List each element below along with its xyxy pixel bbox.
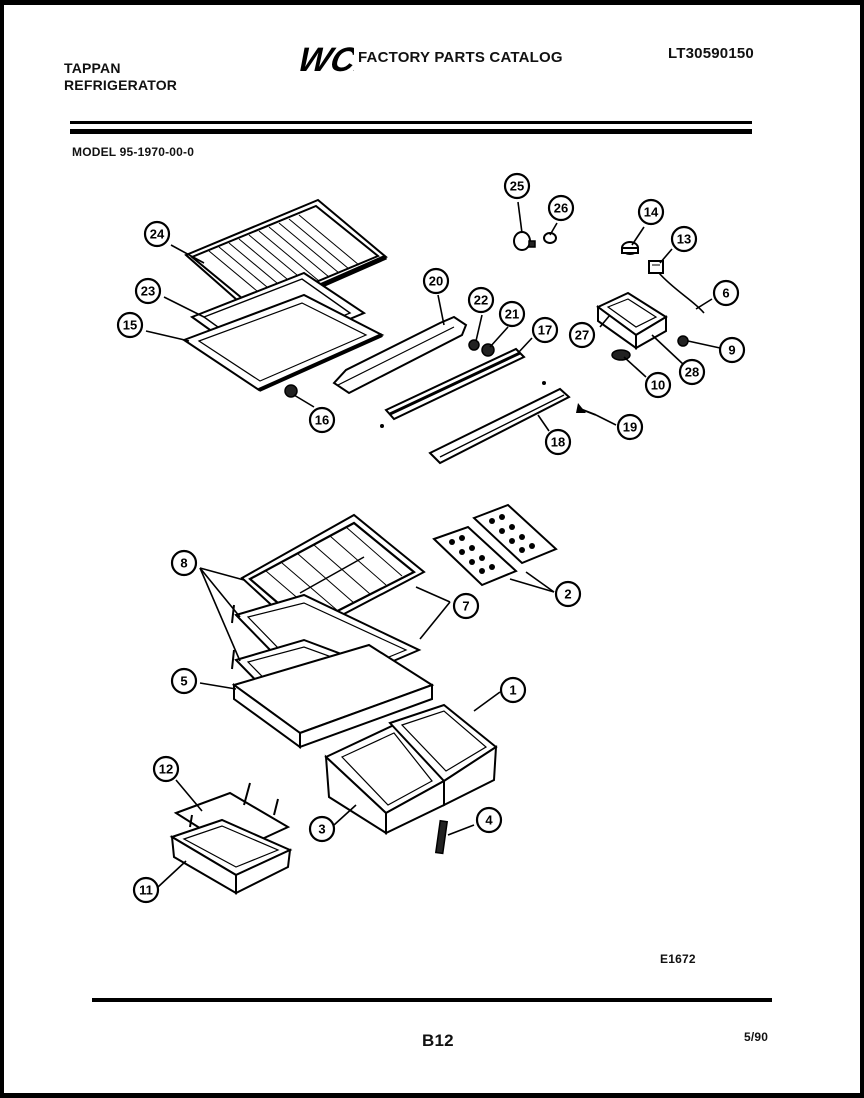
leader-lines (145, 201, 721, 888)
svg-text:15: 15 (123, 318, 137, 333)
svg-text:12: 12 (159, 762, 173, 777)
catalog-number: LT30590150 (668, 45, 754, 62)
part-meat-keeper-pan-11 (169, 818, 293, 895)
part-light-bulb-25 (513, 231, 536, 251)
svg-text:28: 28 (685, 365, 699, 380)
svg-text:4: 4 (485, 813, 493, 828)
svg-text:24: 24 (150, 227, 165, 242)
svg-text:16: 16 (315, 413, 329, 428)
callout-10: 10 (644, 371, 672, 399)
callout-24: 24 (143, 220, 171, 248)
callout-17: 17 (531, 316, 559, 344)
part-rail-18 (428, 381, 571, 465)
svg-text:1: 1 (509, 683, 516, 698)
callout-13: 13 (670, 225, 698, 253)
wci-logo: WCI (294, 41, 354, 76)
header-rule-thin (70, 121, 752, 124)
svg-text:6: 6 (722, 286, 729, 301)
svg-text:7: 7 (462, 599, 469, 614)
svg-text:11: 11 (139, 883, 153, 898)
svg-text:3: 3 (318, 822, 325, 837)
part-knob-14 (621, 241, 639, 255)
header-rule-thick (70, 129, 752, 134)
callout-22: 22 (467, 286, 495, 314)
callout-12: 12 (152, 755, 180, 783)
callout-16: 16 (308, 406, 336, 434)
callout-3: 3 (308, 815, 336, 843)
callout-14: 14 (637, 198, 665, 226)
svg-text:19: 19 (623, 420, 637, 435)
callout-1: 1 (499, 676, 527, 704)
callout-20: 20 (422, 267, 450, 295)
callout-21: 21 (498, 300, 526, 328)
callout-11: 11 (132, 876, 160, 904)
callout-7: 7 (452, 592, 480, 620)
catalog-title: FACTORY PARTS CATALOG (358, 49, 563, 66)
svg-text:9: 9 (728, 343, 735, 358)
catalog-page: TAPPAN REFRIGERATOR WCI FACTORY PARTS CA… (4, 5, 860, 1093)
figure-code: E1672 (660, 952, 696, 966)
part-wire-6 (658, 272, 705, 314)
part-ice-tray-2a (432, 525, 518, 587)
svg-text:20: 20 (429, 274, 443, 289)
part-crisper-drawer-3 (324, 723, 446, 835)
part-ice-tray-2b (472, 503, 558, 565)
svg-text:14: 14 (644, 205, 659, 220)
svg-text:10: 10 (651, 378, 665, 393)
svg-text:8: 8 (180, 556, 187, 571)
page-date: 5/90 (744, 1030, 769, 1044)
svg-text:22: 22 (474, 293, 488, 308)
part-housing-27 (596, 291, 668, 350)
svg-text:5: 5 (180, 674, 187, 689)
part-screw-22 (468, 339, 480, 351)
logo-text: WCI (294, 41, 354, 76)
callout-25: 25 (503, 172, 531, 200)
callout-8: 8 (170, 549, 198, 577)
svg-text:21: 21 (505, 307, 519, 322)
callout-5: 5 (170, 667, 198, 695)
part-bracket-4 (434, 819, 449, 855)
part-screw-21 (481, 343, 495, 357)
callout-2: 2 (554, 580, 582, 608)
svg-text:13: 13 (677, 232, 691, 247)
part-crisper-frame-15 (181, 293, 385, 392)
part-screw-9 (677, 335, 689, 347)
page-number: B12 (422, 1031, 454, 1050)
callout-23: 23 (134, 277, 162, 305)
callout-18: 18 (544, 428, 572, 456)
part-shelf-frame-5 (231, 643, 435, 749)
svg-text:17: 17 (538, 323, 552, 338)
svg-text:26: 26 (554, 201, 568, 216)
callout-19: 19 (616, 413, 644, 441)
svg-text:23: 23 (141, 284, 155, 299)
svg-text:27: 27 (575, 328, 589, 343)
part-socket-26 (543, 232, 557, 244)
part-bracket-20 (332, 315, 468, 395)
svg-text:25: 25 (510, 179, 524, 194)
part-thermostat-10 (611, 349, 631, 361)
part-screw-19 (576, 403, 597, 416)
svg-text:18: 18 (551, 435, 565, 450)
model-number: MODEL 95-1970-00-0 (72, 145, 195, 159)
part-nut-16 (284, 384, 298, 398)
part-crisper-drawer-1 (388, 703, 498, 807)
brand-name: TAPPAN (64, 60, 121, 76)
footer-rule (92, 998, 772, 1002)
svg-text:2: 2 (564, 587, 571, 602)
callout-15: 15 (116, 311, 144, 339)
exploded-parts-diagram: 24 23 15 16 20 22 21 17 18 19 25 26 14 1… (116, 172, 746, 904)
callout-9: 9 (718, 336, 746, 364)
part-control-13 (648, 260, 664, 274)
callout-26: 26 (547, 194, 575, 222)
callout-6: 6 (712, 279, 740, 307)
callout-4: 4 (475, 806, 503, 834)
callout-28: 28 (678, 358, 706, 386)
appliance-type: REFRIGERATOR (64, 77, 178, 93)
part-rail-17 (380, 347, 526, 428)
callout-27: 27 (568, 321, 596, 349)
